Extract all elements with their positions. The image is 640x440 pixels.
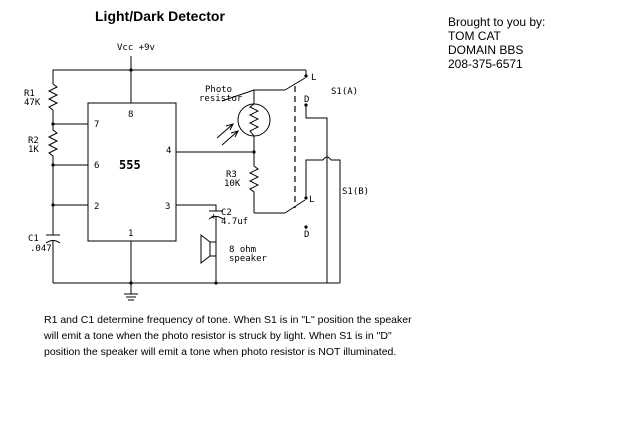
- ic-555-chip: [87, 102, 177, 242]
- ground-icon: [124, 293, 138, 301]
- diagram-title: Light/Dark Detector: [95, 8, 225, 24]
- speaker-label: 8 ohm: [229, 245, 256, 255]
- vcc-label: Vcc +9v: [117, 43, 155, 53]
- r3-label: R3: [226, 170, 237, 180]
- r1-value: 47K: [24, 98, 41, 108]
- wire: [221, 89, 285, 102]
- pin-number: 4: [166, 146, 171, 156]
- pin-number: 7: [94, 120, 99, 130]
- r2-resistor: [47, 124, 59, 165]
- c2-plus-label: +: [211, 212, 217, 222]
- switch-b-label: S1(B): [342, 187, 369, 197]
- pin3-wire: [176, 204, 217, 211]
- speaker-label: speaker: [229, 254, 268, 264]
- wire-crossover: [322, 156, 332, 161]
- credits-block: Brought to you by: TOM CAT DOMAIN BBS 20…: [448, 15, 545, 71]
- light-arrows-icon: [216, 123, 239, 146]
- speaker-icon: [200, 233, 217, 265]
- credits-line: DOMAIN BBS: [448, 43, 523, 57]
- caption-block: R1 and C1 determine frequency of tone. W…: [43, 314, 412, 358]
- c2-label: C2: [221, 208, 232, 218]
- c1-value: .047: [30, 244, 52, 254]
- switch-d-label: D: [304, 95, 309, 105]
- pin-number: 2: [94, 202, 99, 212]
- caption-line: will emit a tone when the photo resistor…: [43, 330, 392, 342]
- ic-label: 555: [119, 158, 141, 172]
- d-contact-wire: [305, 105, 328, 283]
- c2-value: 4.7uf: [221, 217, 248, 227]
- switch-d-label: D: [304, 230, 309, 240]
- credits-line: 208-375-6571: [448, 57, 523, 71]
- r3-resistor: [248, 152, 260, 213]
- pin-number: 3: [165, 202, 170, 212]
- l-contact-wire: [305, 159, 323, 198]
- wire: [331, 159, 341, 283]
- c2-plate: [208, 216, 224, 220]
- photoresistor-label: resistor: [199, 94, 243, 104]
- switch-a-label: S1(A): [331, 87, 358, 97]
- switch-l-label: L: [309, 195, 314, 205]
- credits-line: Brought to you by:: [448, 15, 545, 29]
- switch-l-label: L: [311, 73, 316, 83]
- credits-line: TOM CAT: [448, 29, 502, 43]
- r2-value: 1K: [28, 145, 39, 155]
- photoresistor-label: Photo: [205, 85, 232, 95]
- r2-label: R2: [28, 136, 39, 146]
- pin-number: 6: [94, 161, 99, 171]
- photoresistor-element: [248, 103, 260, 137]
- r1-resistor: [47, 83, 59, 111]
- c1-label: C1: [28, 234, 39, 244]
- r3-value: 10K: [224, 179, 241, 189]
- caption-line: position the speaker will emit a tone wh…: [44, 346, 396, 358]
- c1-plate: [45, 240, 61, 244]
- vcc-rail: [52, 69, 306, 84]
- switch-arm-a: [284, 77, 306, 91]
- pin-number: 1: [128, 229, 133, 239]
- pin-number: 8: [128, 110, 133, 120]
- r1-label: R1: [24, 89, 35, 99]
- caption-line: R1 and C1 determine frequency of tone. W…: [44, 314, 412, 326]
